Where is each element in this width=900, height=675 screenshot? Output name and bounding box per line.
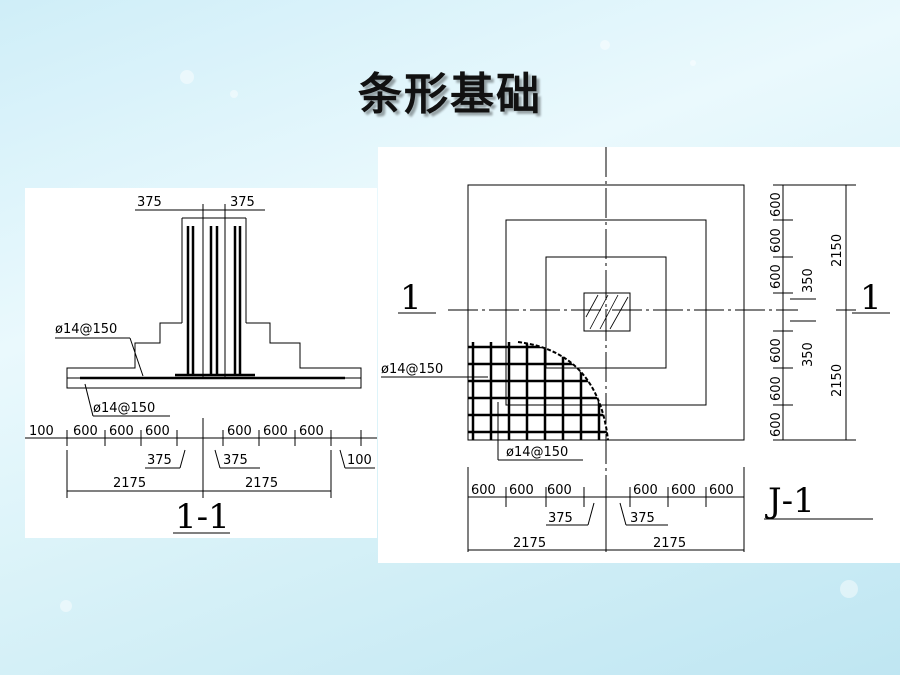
background-sparkle	[690, 60, 696, 66]
step-dim-right-3: 600	[299, 424, 324, 439]
step-dim-right-2: 600	[263, 424, 288, 439]
background-sparkle	[60, 600, 72, 612]
total-dim-left: 2175	[113, 476, 146, 491]
col-dim-right: 375	[223, 453, 248, 468]
step-dim-left-3: 600	[145, 424, 170, 439]
plan-bar-label-upper: ø14@150	[381, 362, 443, 377]
edge-dim-left: 100	[29, 424, 54, 439]
bottom-step-right-1: 600	[633, 483, 658, 498]
bottom-step-left-2: 600	[509, 483, 534, 498]
bar-label-upper: ø14@150	[55, 322, 117, 337]
section-drawing-panel: 375 375 ø14@150 ø14@150 100 600 600 600 …	[25, 188, 377, 538]
col-dim-left: 375	[147, 453, 172, 468]
section-drawing: 375 375 ø14@150 ø14@150 100 600 600 600 …	[25, 195, 377, 537]
plan-drawing-panel: 1 1 ø14@150 ø14@150 600 600 600 350 2150…	[378, 147, 900, 563]
side-step-lower-2: 600	[769, 376, 784, 401]
edge-dim-right: 100	[347, 453, 372, 468]
bottom-total-left: 2175	[513, 536, 546, 551]
bottom-step-right-3: 600	[709, 483, 734, 498]
bottom-step-left-3: 600	[547, 483, 572, 498]
background-sparkle	[600, 40, 610, 50]
section-mark-right: 1	[860, 278, 882, 318]
step-dim-left-2: 600	[109, 424, 134, 439]
side-col-lower: 350	[801, 342, 816, 367]
background-sparkle	[180, 70, 194, 84]
side-total-lower: 2150	[830, 364, 845, 397]
background-sparkle	[230, 90, 238, 98]
side-step-lower-1: 600	[769, 338, 784, 363]
plan-label: J-1	[765, 481, 815, 521]
step-dim-right-1: 600	[227, 424, 252, 439]
section-mark-left: 1	[400, 278, 422, 318]
side-step-upper-3: 600	[769, 264, 784, 289]
top-dim-left: 375	[137, 195, 162, 210]
section-label: 1-1	[175, 497, 230, 537]
bottom-total-right: 2175	[653, 536, 686, 551]
top-dim-right: 375	[230, 195, 255, 210]
background-sparkle	[840, 580, 858, 598]
side-step-upper-2: 600	[769, 228, 784, 253]
slide-title: 条形基础	[358, 69, 542, 120]
bar-label-lower: ø14@150	[93, 401, 155, 416]
side-step-upper-1: 600	[769, 192, 784, 217]
plan-bar-label-lower: ø14@150	[506, 445, 568, 460]
bottom-col-right: 375	[630, 511, 655, 526]
plan-drawing: 1 1 ø14@150 ø14@150 600 600 600 350 2150…	[381, 147, 890, 552]
side-total-upper: 2150	[830, 234, 845, 267]
bottom-col-left: 375	[548, 511, 573, 526]
side-col-upper: 350	[801, 268, 816, 293]
bottom-step-right-2: 600	[671, 483, 696, 498]
bottom-step-left-1: 600	[471, 483, 496, 498]
side-step-lower-3: 600	[769, 412, 784, 437]
step-dim-left-1: 600	[73, 424, 98, 439]
total-dim-right: 2175	[245, 476, 278, 491]
